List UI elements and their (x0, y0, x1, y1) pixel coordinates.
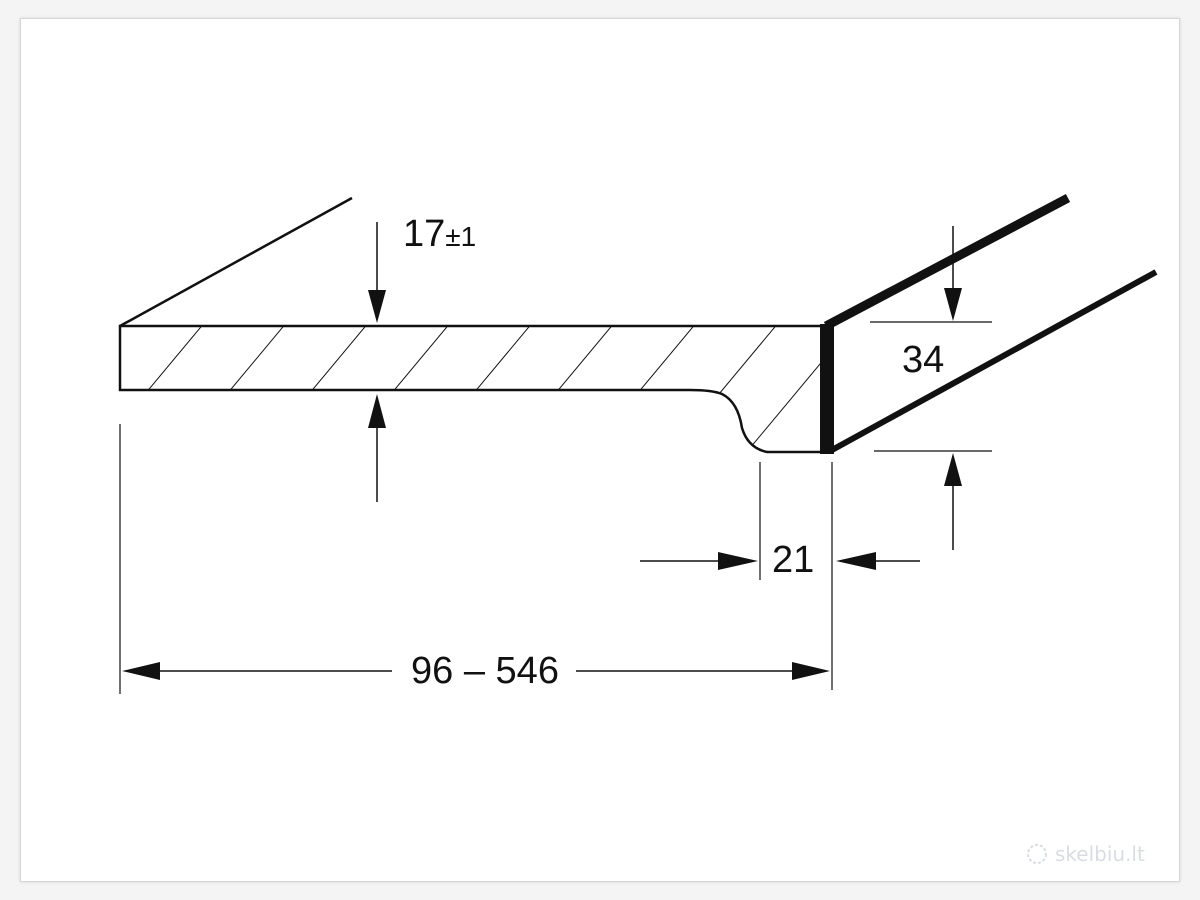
watermark-text: skelbiu.lt (1055, 842, 1145, 866)
section-outline (118, 324, 824, 454)
height-label: 34 (902, 339, 944, 381)
bottom-right-perspective-line (830, 269, 1158, 453)
left-perspective-line (119, 196, 353, 328)
depth-arrow-left (122, 662, 160, 680)
thickness-arrow-top (368, 290, 386, 323)
grip-width-label: 21 (772, 539, 814, 581)
thickness-label: 17±1 (403, 213, 476, 255)
height-arrow-top (944, 288, 962, 321)
depth-arrow-right (792, 662, 830, 680)
watermark-logo-icon (1027, 844, 1047, 864)
front-panel-edge (820, 324, 834, 454)
grip-arrow-left (718, 552, 758, 570)
watermark: skelbiu.lt (1027, 842, 1145, 866)
section-hatching (139, 326, 822, 452)
height-arrow-bottom (944, 453, 962, 486)
drawing-frame (20, 18, 1180, 882)
thickness-arrow-bottom (368, 394, 386, 428)
grip-arrow-right (836, 552, 876, 570)
depth-range-label: 96 – 546 (411, 650, 559, 692)
top-right-perspective-line (823, 194, 1071, 330)
